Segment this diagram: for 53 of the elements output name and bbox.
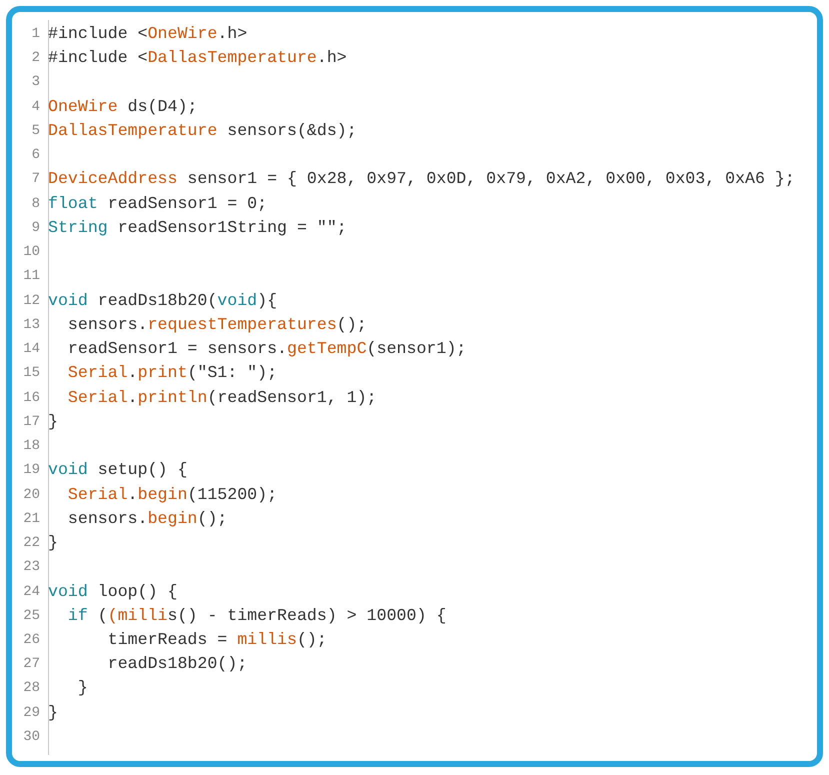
code-line: sensors.requestTemperatures();: [66, 314, 367, 335]
code-line: OneWire ds(D4);: [48, 96, 198, 117]
code-line: readSensor1 = sensors.getTempC(sensor1);: [66, 339, 466, 360]
line-number: 12: [22, 292, 40, 309]
line-number: 18: [22, 438, 40, 454]
line-number: 6: [30, 147, 40, 164]
line-number: 19: [22, 462, 40, 478]
line-number: 16: [22, 390, 40, 406]
line-number: 8: [30, 196, 40, 212]
line-number: 17: [22, 414, 40, 430]
line-number: 22: [22, 535, 40, 552]
line-number: 14: [22, 341, 40, 358]
line-number: 30: [22, 728, 40, 745]
line-number: 11: [22, 268, 40, 284]
line-number: 15: [22, 365, 40, 382]
code-line: }: [48, 533, 58, 554]
code-line: Serial.begin(115200);: [66, 484, 278, 505]
line-number: 5: [30, 122, 40, 139]
code-line: #include <OneWire.h>: [48, 24, 248, 44]
line-number: 21: [22, 510, 40, 527]
code-line: sensors.begin();: [66, 508, 228, 529]
code-line: DallasTemperature sensors(&ds);: [48, 120, 357, 141]
line-number: 27: [22, 656, 40, 672]
line-number: 10: [22, 244, 40, 260]
code-line: void readDs18b20(void){: [48, 290, 278, 311]
line-number: 24: [22, 584, 40, 600]
code-line: DeviceAddress sensor1 = { 0x28, 0x97, 0x0D, 0x79, 0xA2, 0x00, 0x03, 0xA6 };: [48, 169, 795, 190]
line-number: 1: [30, 26, 40, 42]
line-number: 29: [22, 704, 40, 721]
code-line: String readSensor1String = "";: [48, 218, 347, 238]
line-number: 20: [22, 486, 40, 503]
line-number: 25: [22, 608, 40, 624]
code-line: Serial.print("S1: ");: [66, 363, 278, 384]
code-line: Serial.println(readSensor1, 1);: [66, 388, 377, 408]
code-line: timerReads = millis();: [106, 630, 327, 650]
line-number: 28: [22, 680, 40, 696]
code-line: void loop() {: [48, 582, 178, 602]
line-number: 2: [30, 50, 40, 66]
code-line: }: [48, 702, 58, 723]
code-line: float readSensor1 = 0;: [48, 194, 268, 214]
code-line: if ((millis() - timerReads) > 10000) {: [66, 606, 446, 626]
line-number: 4: [30, 98, 40, 115]
line-number: 13: [22, 316, 40, 333]
line-number: 3: [30, 74, 40, 90]
code-line: #include <DallasTemperature.h>: [48, 48, 347, 68]
code-line: }: [76, 678, 88, 698]
line-number: 9: [30, 220, 40, 236]
line-number: 7: [30, 171, 40, 188]
line-number: 26: [22, 632, 40, 648]
code-line: void setup() {: [48, 460, 188, 480]
code-line: readDs18b20();: [106, 654, 248, 674]
code-line: }: [48, 412, 58, 432]
line-number: 23: [22, 559, 40, 576]
